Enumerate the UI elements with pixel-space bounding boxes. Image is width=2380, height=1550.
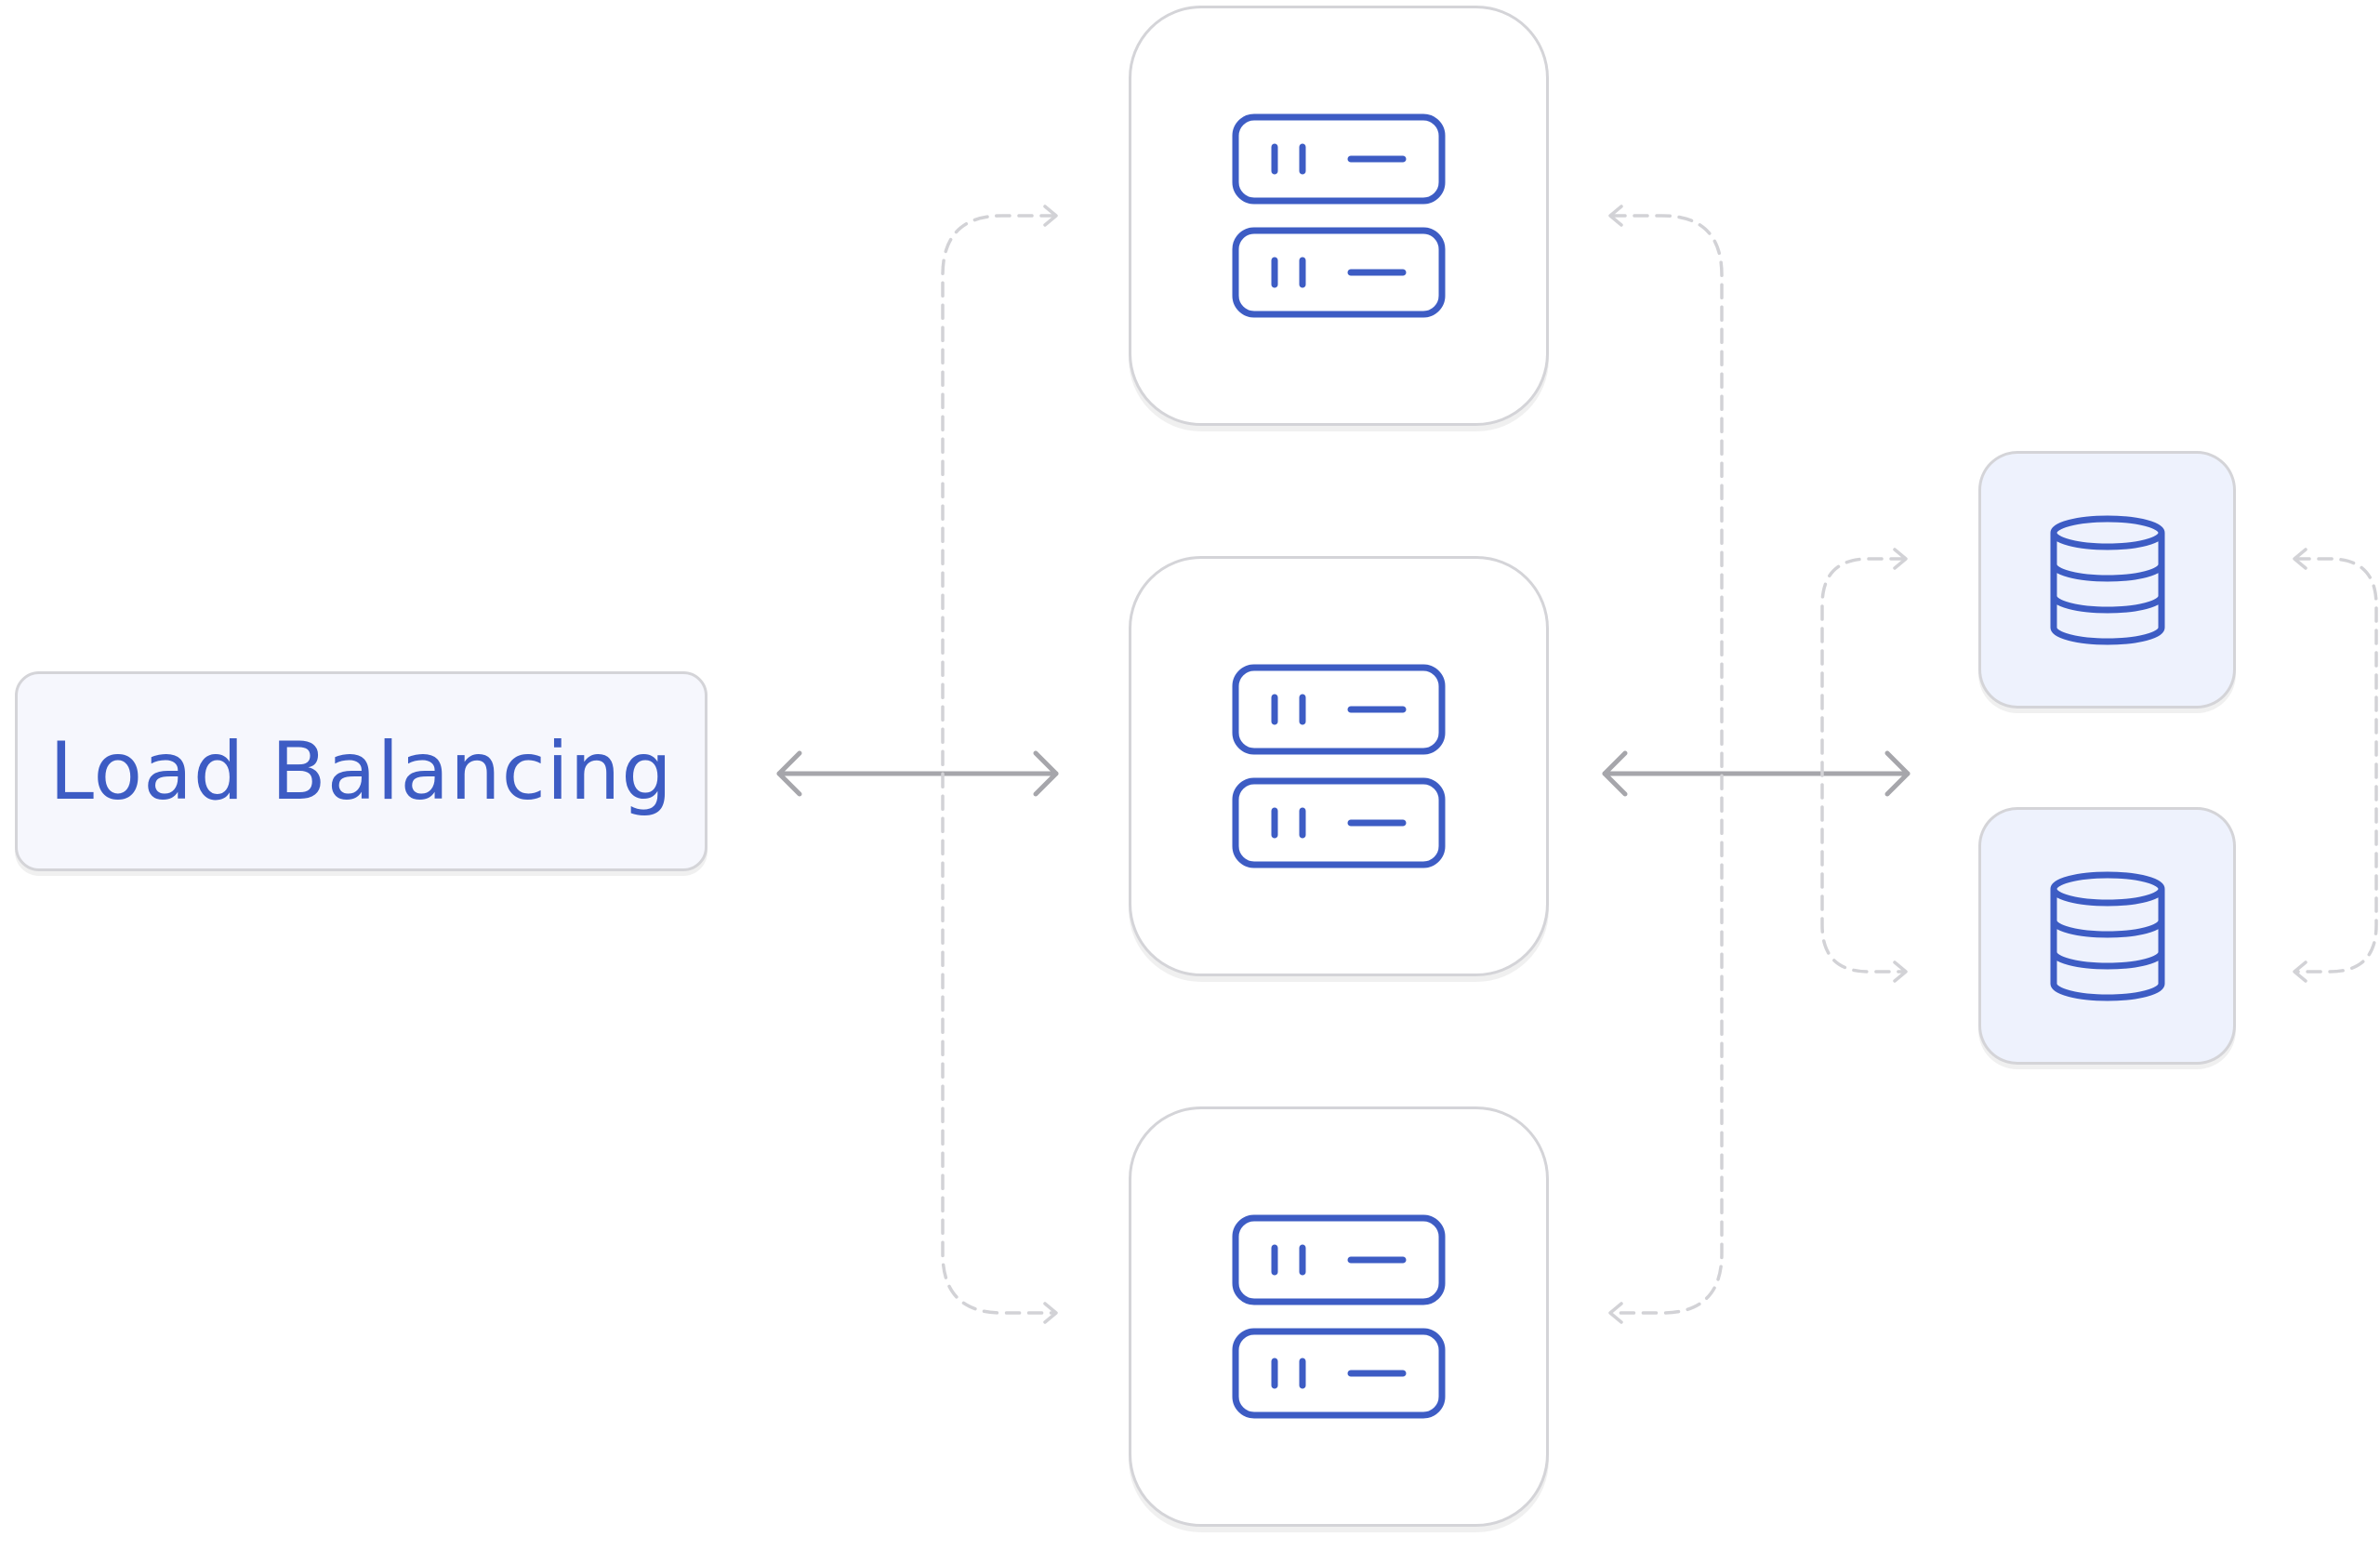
server-node-3 <box>1129 1106 1549 1527</box>
dashed-arrowheads <box>1043 205 2307 1324</box>
server-rack-icon <box>1232 664 1446 868</box>
server-to-db-arrow <box>1602 750 1911 797</box>
server-node-2 <box>1129 556 1549 976</box>
load-balancer-node: Load Balancing <box>15 671 707 871</box>
database-cylinder-icon <box>2050 871 2164 1000</box>
lb-to-server-arrow <box>776 750 1059 797</box>
database-node-1 <box>1978 451 2236 709</box>
dashed-link-db-right <box>2294 557 2378 974</box>
dashed-link-right <box>1610 214 1724 1315</box>
server-rack-icon <box>1232 113 1446 318</box>
server-rack-icon <box>1232 1214 1446 1419</box>
dashed-link-left <box>941 214 1056 1315</box>
database-cylinder-icon <box>2050 515 2164 644</box>
database-node-2 <box>1978 807 2236 1065</box>
load-balancer-label: Load Balancing <box>49 724 673 818</box>
server-node-1 <box>1129 6 1549 426</box>
dashed-link-db-left <box>1820 557 1906 974</box>
